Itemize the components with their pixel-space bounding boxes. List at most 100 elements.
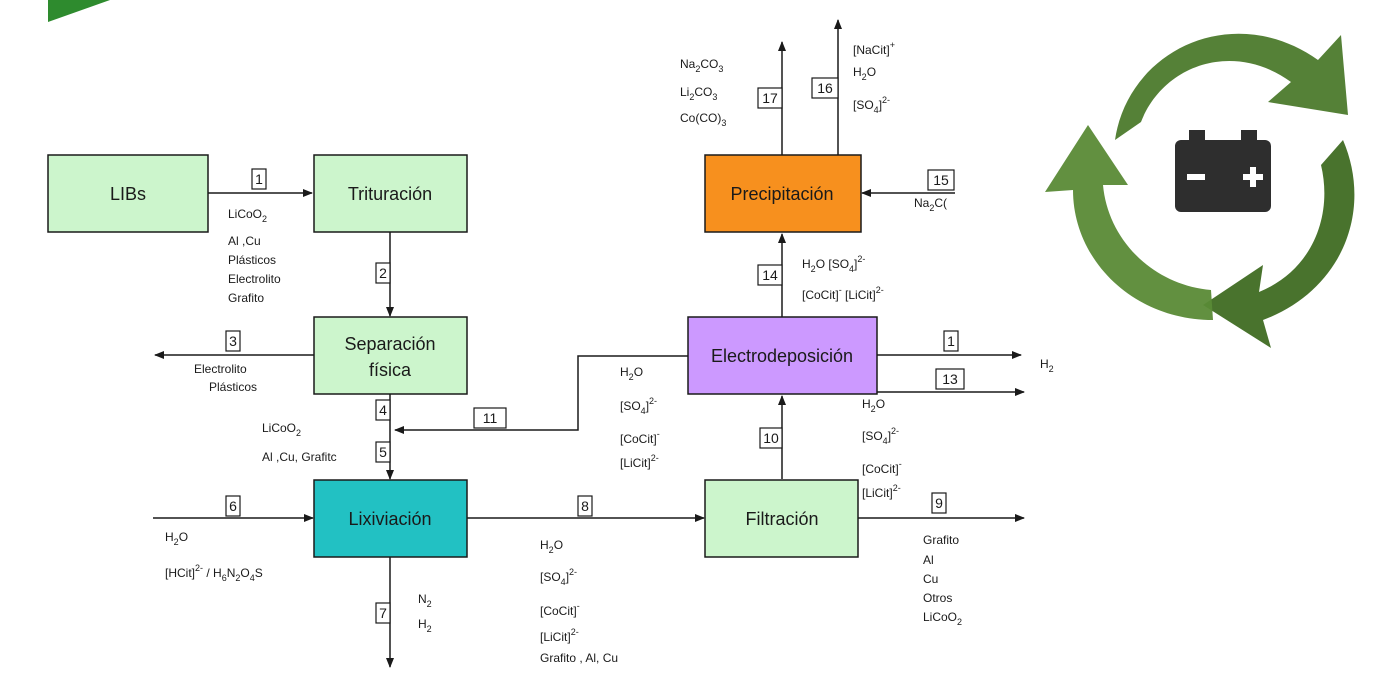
stream1-grafito: Grafito bbox=[228, 291, 264, 305]
stream-number-17: 17 bbox=[762, 90, 778, 106]
box-libs bbox=[47, 154, 209, 233]
stream8-solids: Grafito , Al, Cu bbox=[540, 651, 618, 665]
stream-numbers: 1 2 3 4 5 6 7 8 9 10 11 1 13 14 15 16 17 bbox=[229, 80, 958, 621]
stream14-line2: [CoCit]- [LiCit]2- bbox=[802, 285, 884, 302]
stream-frame-5 bbox=[375, 441, 391, 463]
stream7-h2: H2 bbox=[418, 617, 432, 634]
stream-frame-3 bbox=[225, 330, 241, 352]
stream-number-10: 10 bbox=[763, 430, 779, 446]
box-lixiviacion bbox=[313, 479, 468, 558]
stream8-so4: [SO4]2- bbox=[540, 567, 577, 587]
stream-17-labels: Na2CO3 Li2CO3 Co(CO)3 bbox=[680, 57, 726, 128]
stream-7-labels: N2 H2 bbox=[418, 592, 432, 634]
stream-14-labels: H2O [SO4]2- [CoCit]- [LiCit]2- bbox=[802, 254, 884, 302]
label-separacion-line1: Separación bbox=[344, 334, 435, 354]
recycle-arrow-top bbox=[1115, 33, 1348, 140]
stream4-mix: Al ,Cu, Grafitc bbox=[262, 450, 337, 464]
stream-frame-8 bbox=[577, 495, 593, 517]
stream-number-13: 13 bbox=[942, 371, 958, 387]
box-filtracion bbox=[704, 479, 859, 558]
stream-10-labels: H2O [SO4]2- [CoCit]- [LiCit]2- bbox=[862, 397, 902, 500]
box-electrodeposicion bbox=[687, 316, 878, 395]
stream-number-11: 11 bbox=[483, 410, 498, 426]
stream-number-14: 14 bbox=[762, 267, 778, 283]
box-separacion bbox=[313, 316, 468, 395]
stream10-cocit: [CoCit]- bbox=[862, 459, 902, 476]
stream3-electrolito: Electrolito bbox=[194, 362, 247, 376]
stream-frame-10 bbox=[759, 427, 783, 449]
battery-terminal-left bbox=[1189, 130, 1205, 140]
label-precipitacion: Precipitación bbox=[730, 184, 833, 204]
stream-3-labels: Electrolito Plásticos bbox=[194, 362, 257, 394]
stream-frame-12 bbox=[943, 330, 959, 352]
stream7-n2: N2 bbox=[418, 592, 432, 609]
stream-number-5: 5 bbox=[379, 444, 387, 460]
stream11-cocit: [CoCit]- bbox=[620, 429, 660, 446]
stream10-so4: [SO4]2- bbox=[862, 426, 899, 446]
stream-frame-13 bbox=[935, 368, 965, 390]
box-precipitacion bbox=[704, 154, 862, 233]
stream1-alcu: Al ,Cu bbox=[228, 234, 261, 248]
stream-number-6: 6 bbox=[229, 498, 237, 514]
stream-number-15: 15 bbox=[933, 172, 949, 188]
stream-frame-9 bbox=[931, 492, 947, 514]
battery-body bbox=[1175, 140, 1271, 212]
stream-number-4: 4 bbox=[379, 402, 387, 418]
label-lixiviacion: Lixiviación bbox=[348, 509, 431, 529]
flow-lines bbox=[153, 19, 1025, 668]
label-trituracion: Trituración bbox=[348, 184, 432, 204]
label-filtracion: Filtración bbox=[745, 509, 818, 529]
label-electrodeposicion: Electrodeposición bbox=[711, 346, 853, 366]
stream9-cu: Cu bbox=[923, 572, 938, 586]
stream9-grafito: Grafito bbox=[923, 533, 959, 547]
label-separacion-line2: física bbox=[369, 360, 412, 380]
stream3-plasticos: Plásticos bbox=[209, 380, 257, 394]
stream-frame-7 bbox=[375, 602, 391, 624]
recycle-battery-icon bbox=[1045, 33, 1355, 348]
stream17-na2co3: Na2CO3 bbox=[680, 57, 723, 74]
stream11-so4: [SO4]2- bbox=[620, 396, 657, 416]
process-boxes bbox=[47, 154, 878, 558]
stream4-licoo2: LiCoO2 bbox=[262, 421, 301, 438]
stream-6-labels: H2O [HCit]2- / H6N2O4S bbox=[165, 530, 263, 583]
battery-terminal-right bbox=[1241, 130, 1257, 140]
stream9-al: Al bbox=[923, 553, 934, 567]
stream17-coco3: Co(CO)3 bbox=[680, 111, 726, 128]
stream-frame-14 bbox=[757, 264, 783, 286]
stream-number-2: 2 bbox=[379, 265, 387, 281]
stream10-h2o: H2O bbox=[862, 397, 885, 414]
stream-frame-15 bbox=[927, 169, 955, 191]
stream8-h2o: H2O bbox=[540, 538, 563, 555]
recycle-arrow-left bbox=[1045, 125, 1213, 320]
stream-16-labels: [NaCit]+ H2O [SO4]2- bbox=[853, 40, 895, 115]
stream6-hcit: [HCit]2- / H6N2O4S bbox=[165, 563, 263, 583]
stream1-licoo2: LiCoO2 bbox=[228, 207, 267, 224]
stream17-li2co3: Li2CO3 bbox=[680, 85, 717, 102]
stream-9-labels: Grafito Al Cu Otros LiCoO2 bbox=[923, 533, 962, 627]
stream8-licit: [LiCit]2- bbox=[540, 627, 579, 644]
stream-number-8: 8 bbox=[581, 498, 589, 514]
stream-frame-4 bbox=[375, 399, 391, 421]
stream16-so4: [SO4]2- bbox=[853, 95, 890, 115]
stream16-h2o: H2O bbox=[853, 65, 876, 82]
stream-1-labels: LiCoO2 Al ,Cu Plásticos Electrolito Graf… bbox=[228, 207, 281, 305]
label-libs: LIBs bbox=[110, 184, 146, 204]
stream11-h2o: H2O bbox=[620, 365, 643, 382]
stream-frame-17 bbox=[757, 87, 783, 109]
stream-number-3: 3 bbox=[229, 333, 237, 349]
stream11-licit: [LiCit]2- bbox=[620, 453, 659, 470]
stream-frame-11 bbox=[473, 407, 507, 429]
stream-number-16: 16 bbox=[817, 80, 833, 96]
stream14-line1: H2O [SO4]2- bbox=[802, 254, 865, 274]
stream9-licoo2: LiCoO2 bbox=[923, 610, 962, 627]
stream16-nacit: [NaCit]+ bbox=[853, 40, 895, 57]
stream1-plasticos: Plásticos bbox=[228, 253, 276, 267]
stream-number-7: 7 bbox=[379, 605, 387, 621]
stream6-h2o: H2O bbox=[165, 530, 188, 547]
stream9-otros: Otros bbox=[923, 591, 952, 605]
stream-11-labels: H2O [SO4]2- [CoCit]- [LiCit]2- bbox=[620, 365, 660, 470]
stream8-cocit: [CoCit]- bbox=[540, 601, 580, 618]
box-trituracion bbox=[313, 154, 468, 233]
